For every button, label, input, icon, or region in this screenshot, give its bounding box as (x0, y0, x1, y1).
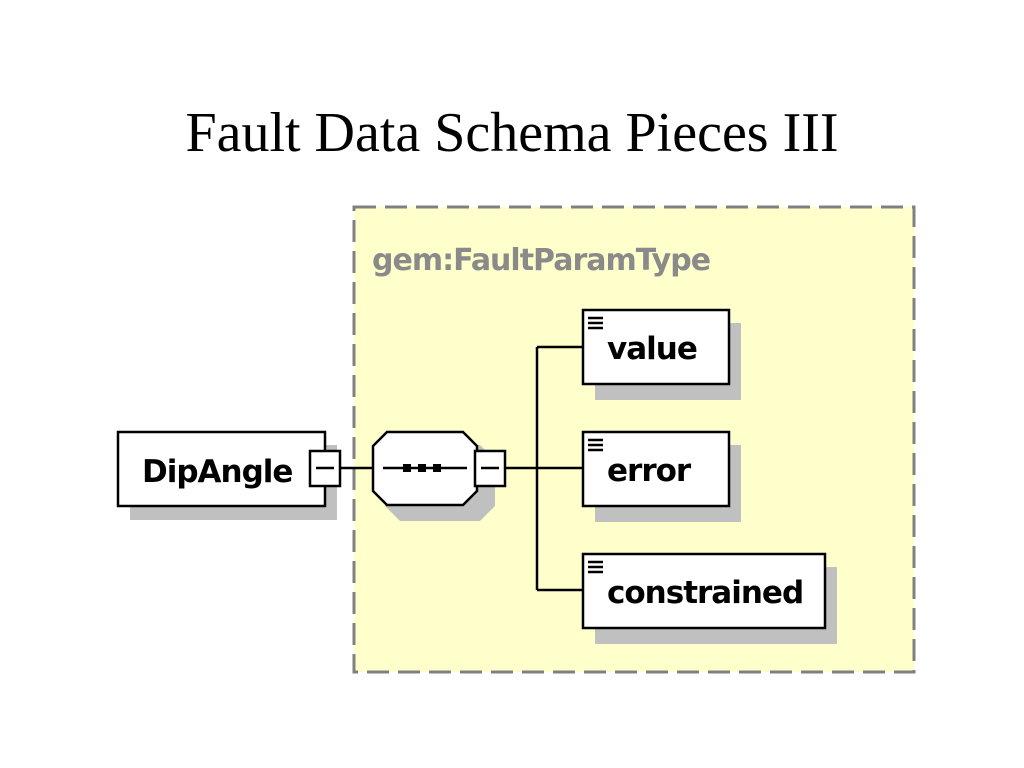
child-element-error[interactable]: error (581, 430, 741, 522)
child-element-box (581, 308, 731, 386)
child-element-value[interactable]: value (581, 308, 741, 400)
child-element-box (581, 552, 827, 630)
element-lines-icon (588, 316, 603, 330)
child-element-label: value (607, 331, 697, 367)
element-lines-icon (588, 560, 603, 574)
root-element-box (116, 430, 327, 508)
root-element-dipangle[interactable]: DipAngle (116, 430, 337, 520)
child-element-label: error (607, 453, 692, 489)
root-element-label: DipAngle (142, 454, 292, 490)
slide-title: Fault Data Schema Pieces III (185, 102, 839, 164)
element-lines-icon (588, 438, 603, 452)
sequence-compositor[interactable] (371, 430, 495, 521)
child-element-label: constrained (607, 575, 803, 611)
child-element-box (581, 430, 731, 508)
sequence-collapse-toggle[interactable] (473, 449, 507, 488)
root-collapse-toggle[interactable] (308, 449, 342, 488)
complex-type-label: gem:FaultParamType (372, 243, 710, 278)
sequence-icon (383, 464, 467, 472)
child-element-constrained[interactable]: constrained (581, 552, 837, 644)
